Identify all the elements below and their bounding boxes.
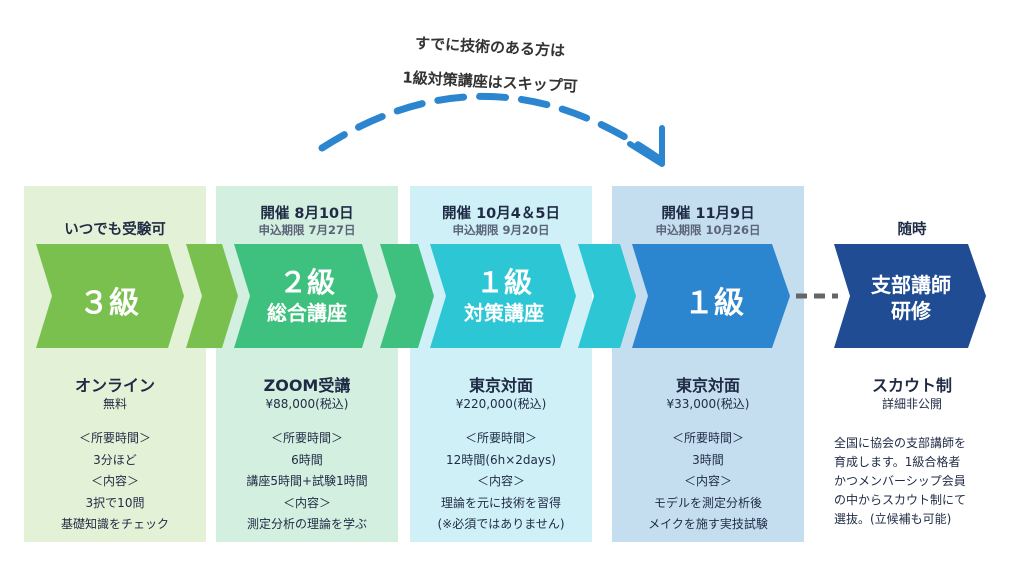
price-label: ¥220,000(税込) — [455, 397, 547, 411]
arrow-level3 — [36, 244, 184, 348]
detail-line: 育成します。1級合格者 — [834, 455, 961, 469]
detail-line: ＜内容＞ — [282, 495, 331, 510]
arrow-level1-course — [430, 244, 576, 348]
schedule-title: 開催 8月10日 — [260, 206, 354, 222]
detail-line: 12時間(6h×2days) — [446, 452, 556, 467]
schedule-title: いつでも受験可 — [64, 222, 166, 238]
detail-line: 選抜。(立候補も可能) — [834, 512, 952, 526]
details: ＜所要時間＞ 3分ほど ＜内容＞ 3択で10問 基礎知識をチェック — [24, 428, 206, 536]
arrow-level1c-line2: 対策講座 — [464, 301, 544, 325]
detail-line: 3時間 — [692, 452, 724, 467]
detail-line: 基礎知識をチェック — [60, 517, 169, 531]
format-label: オンライン — [74, 376, 155, 395]
details: ＜所要時間＞ 6時間 講座5時間+試験1時間 ＜内容＞ 測定分析の理論を学ぶ — [216, 428, 398, 536]
detail-line: ＜所要時間＞ — [671, 431, 744, 445]
details: ＜所要時間＞ 3時間 ＜内容＞ モデルを測定分析後 メイクを施す実技試験 — [612, 428, 804, 536]
column-info: オンライン 無料 ＜所要時間＞ 3分ほど ＜内容＞ 3択で10問 基礎知識をチェ… — [24, 376, 206, 536]
price-label: ¥33,000(税込) — [666, 397, 750, 411]
skip-arrow-head — [627, 125, 665, 167]
detail-line: 6時間 — [291, 452, 323, 467]
column-level1-course: 開催 10月4＆5日 申込期限 9月20日 東京対面 ¥220,000(税込) … — [410, 186, 592, 542]
format-label: 東京対面 — [468, 376, 533, 395]
detail-line: ＜所要時間＞ — [78, 431, 151, 445]
column-info: 東京対面 ¥220,000(税込) ＜所要時間＞ 12時間(6h×2days) … — [410, 376, 592, 536]
skip-arrow-curve — [318, 93, 662, 162]
format-label: スカウト制 — [871, 376, 952, 395]
price-label: ¥88,000(税込) — [265, 397, 349, 411]
detail-line: ＜内容＞ — [683, 474, 732, 488]
detail-line: メイクを施す実技試験 — [648, 517, 768, 531]
column-info: 東京対面 ¥33,000(税込) ＜所要時間＞ 3時間 ＜内容＞ モデルを測定分… — [612, 376, 804, 536]
format-label: ZOOM受講 — [263, 376, 351, 395]
schedule-deadline: 申込期限 7月27日 — [258, 223, 356, 237]
format-label: 東京対面 — [675, 376, 740, 395]
arrow-level1-exam — [632, 244, 790, 348]
detail-line: モデルを測定分析後 — [653, 495, 762, 510]
details: ＜所要時間＞ 12時間(6h×2days) ＜内容＞ 理論を元に技術を習得 (※… — [410, 428, 592, 536]
schedule-title: 随時 — [897, 222, 927, 238]
arrow-label-level1-exam: １級 — [684, 286, 744, 321]
arrow-label-level1-course: １級 対策講座 — [438, 266, 570, 326]
schedule-title: 開催 11月9日 — [661, 206, 755, 222]
detail-line: 全国に協会の支部講師を — [834, 436, 967, 450]
arrow-level1c-line1: １級 — [475, 266, 532, 299]
arrow-instructor — [834, 244, 986, 348]
column-info: ZOOM受講 ¥88,000(税込) ＜所要時間＞ 6時間 講座5時間+試験1時… — [216, 376, 398, 536]
detail-line: ＜所要時間＞ — [270, 431, 343, 445]
detail-line: (※必須ではありません) — [437, 517, 565, 531]
detail-line: ＜内容＞ — [476, 474, 525, 488]
detail-line: ＜内容＞ — [90, 474, 139, 488]
schedule-deadline: 申込期限 10月26日 — [655, 223, 761, 237]
arrow-level2 — [234, 244, 378, 348]
column-level1-exam: 開催 11月9日 申込期限 10月26日 東京対面 ¥33,000(税込) ＜所… — [612, 186, 804, 542]
column-instructor: 随時 スカウト制 詳細非公開 全国に協会の支部講師を 育成します。1級合格者 か… — [824, 186, 1000, 542]
schedule-deadline: 申込期限 9月20日 — [452, 223, 550, 237]
arrow-label-level3: ３級 — [79, 286, 139, 321]
price-label: 無料 — [102, 397, 127, 411]
arrow-instructor-line1: 支部講師 — [871, 273, 951, 297]
arrow-level2-line2: 総合講座 — [267, 301, 347, 325]
column-level2: 開催 8月10日 申込期限 7月27日 ZOOM受講 ¥88,000(税込) ＜… — [216, 186, 398, 542]
arrow-level2-line1: ２級 — [278, 266, 335, 299]
detail-line: 測定分析の理論を学ぶ — [246, 517, 367, 531]
detail-line: 講座5時間+試験1時間 — [246, 474, 368, 488]
arrow-label-level2: ２級 総合講座 — [242, 266, 372, 326]
detail-line: かつメンバーシップ会員 — [834, 474, 966, 488]
arrow-instructor-line2: 研修 — [891, 299, 931, 323]
connector-chevron-2 — [380, 244, 434, 348]
connector-chevron-3 — [578, 244, 636, 348]
details: 全国に協会の支部講師を 育成します。1級合格者 かつメンバーシップ会員 の中から… — [824, 434, 1000, 529]
schedule-title: 開催 10月4＆5日 — [442, 206, 560, 222]
column-level3: いつでも受験可 オンライン 無料 ＜所要時間＞ 3分ほど ＜内容＞ 3択で10問… — [24, 186, 206, 542]
detail-line: の中からスカウト制にて — [834, 493, 967, 507]
price-label: 詳細非公開 — [881, 397, 942, 411]
detail-line: 理論を元に技術を習得 — [440, 495, 561, 510]
connector-chevron-1 — [186, 244, 238, 348]
arrow-label-instructor: 支部講師 研修 — [846, 272, 976, 324]
detail-line: 3分ほど — [93, 452, 137, 467]
column-info: スカウト制 詳細非公開 全国に協会の支部講師を 育成します。1級合格者 かつメン… — [824, 376, 1000, 529]
detail-line: ＜所要時間＞ — [464, 431, 537, 445]
detail-line: 3択で10問 — [85, 495, 145, 510]
